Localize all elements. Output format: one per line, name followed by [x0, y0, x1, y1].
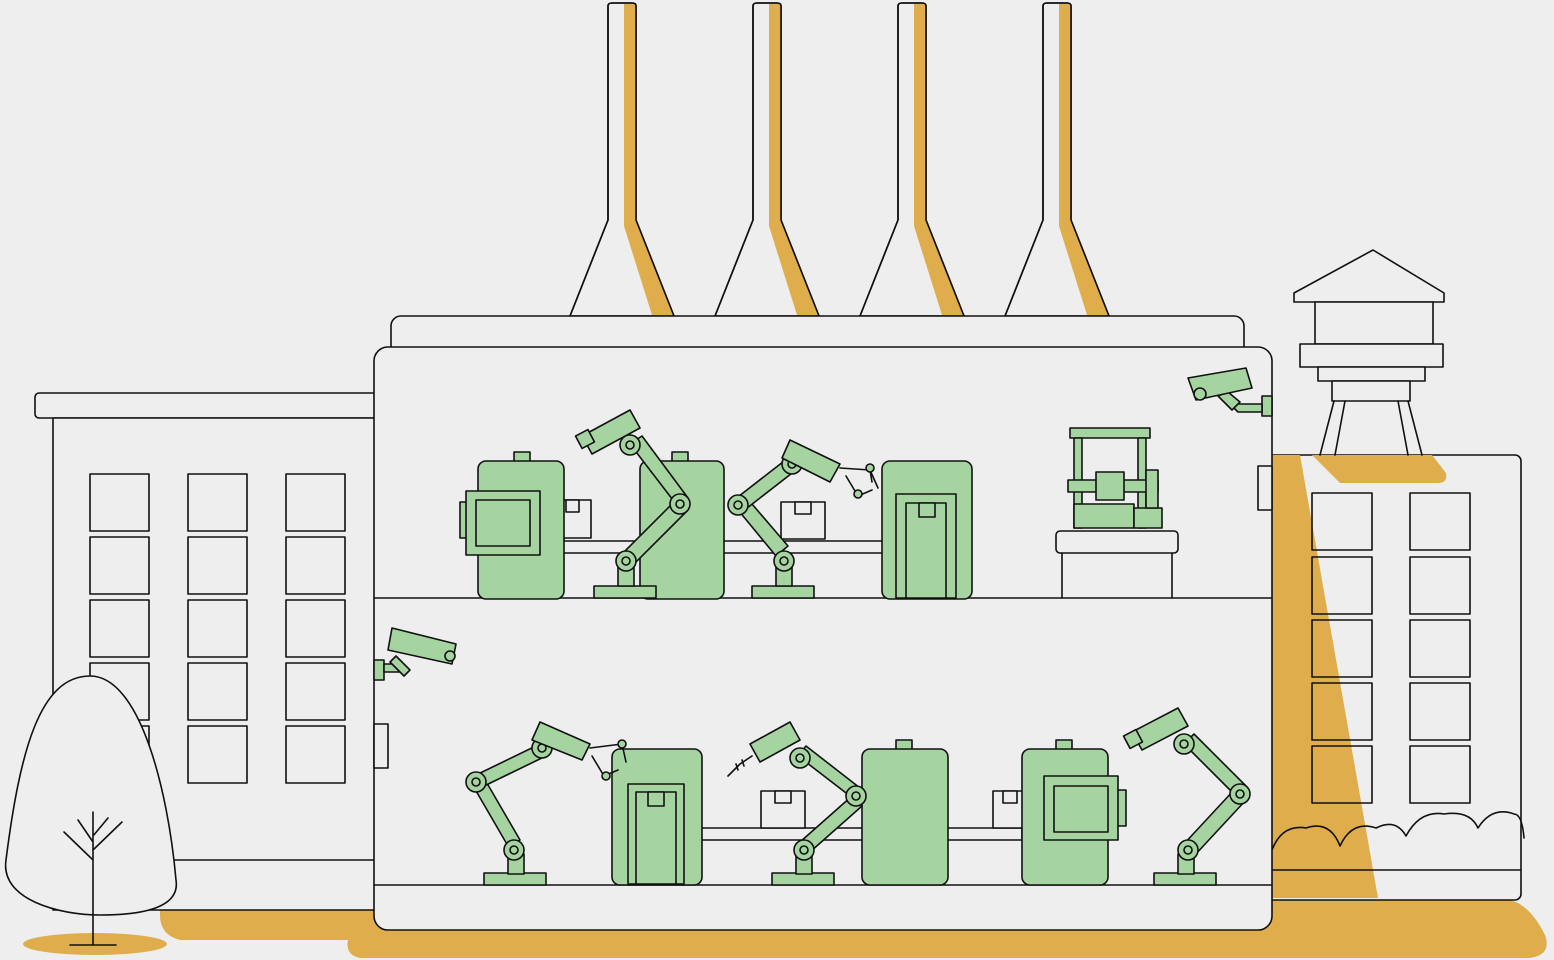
building-window: [1409, 492, 1471, 551]
building-window: [1311, 682, 1373, 741]
building-window: [187, 599, 248, 658]
robot-arm: [465, 721, 627, 886]
machine-panel: [459, 451, 565, 600]
conveyor-box: [760, 790, 806, 829]
right-windows: [1311, 492, 1471, 804]
building-window: [187, 473, 248, 532]
robot-arm: [1122, 707, 1251, 886]
building-window: [1409, 682, 1471, 741]
building-window: [1409, 619, 1471, 678]
building-window: [1311, 745, 1373, 804]
building-window: [285, 536, 346, 595]
robot-arm: [727, 721, 867, 886]
building-window: [89, 473, 150, 532]
lower-floor: [373, 627, 1251, 886]
machine-cabinet: [639, 451, 725, 600]
building-window: [1409, 745, 1471, 804]
machine-door: [611, 748, 703, 886]
building-window: [285, 662, 346, 721]
building-window: [285, 725, 346, 784]
building-window: [89, 536, 150, 595]
tree: [5, 675, 178, 946]
robot-arm: [727, 439, 879, 599]
chimney: [1004, 2, 1110, 317]
machine-panel: [1021, 739, 1127, 886]
conveyor-box: [780, 501, 826, 540]
building-window: [187, 536, 248, 595]
building-window: [285, 599, 346, 658]
robot-arm: [574, 409, 691, 599]
building-window: [1311, 492, 1373, 551]
building-window: [187, 662, 248, 721]
conveyor-box: [992, 790, 1024, 829]
building-window: [89, 599, 150, 658]
building-window: [285, 473, 346, 532]
chimney: [714, 2, 820, 317]
machine-cabinet: [861, 739, 949, 886]
building-window: [1311, 619, 1373, 678]
building-window: [1409, 556, 1471, 615]
right-building: [1261, 454, 1525, 901]
building-window: [1311, 556, 1373, 615]
building-window: [187, 725, 248, 784]
upper-floor: [459, 367, 1273, 600]
security-camera: [373, 627, 457, 681]
3d-printer: [1055, 427, 1179, 599]
water-tower: [1293, 249, 1445, 456]
chimney: [859, 2, 965, 317]
chimneys: [569, 2, 1110, 317]
chimney: [569, 2, 675, 317]
security-camera: [1187, 367, 1273, 417]
tree-shadow: [23, 933, 167, 955]
machine-door: [881, 460, 973, 600]
